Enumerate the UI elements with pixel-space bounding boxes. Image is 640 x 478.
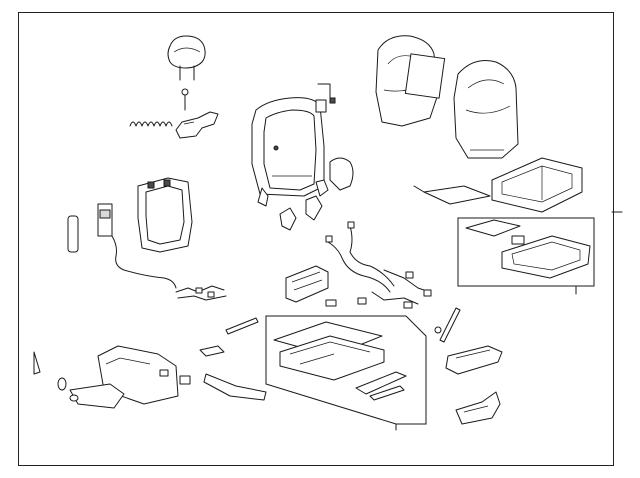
seat-back-pad xyxy=(453,60,519,159)
spring xyxy=(129,121,173,127)
side-shield xyxy=(455,391,501,425)
headrest xyxy=(167,35,206,81)
seat-cushion-pad xyxy=(491,157,583,213)
seat-adjuster-track xyxy=(265,315,427,431)
bolt xyxy=(225,317,259,335)
seat-belt-buckle xyxy=(434,307,461,343)
heater-element xyxy=(413,185,491,205)
cushion-frame-insert xyxy=(445,345,503,375)
seat-adjuster-track xyxy=(285,265,367,307)
cushion-frame-insert xyxy=(199,345,225,357)
heater-element xyxy=(67,203,177,289)
side-shield xyxy=(279,157,354,231)
lumbar-support xyxy=(137,177,193,253)
bolt xyxy=(181,88,189,111)
seat-back-cover xyxy=(375,35,446,127)
headrest-guide xyxy=(175,111,219,139)
seat-back-frame xyxy=(251,97,329,207)
recliner-handle xyxy=(33,345,267,409)
wiring-harness xyxy=(325,221,432,309)
seat-cushion-pad xyxy=(457,217,595,295)
headrest-guide xyxy=(315,83,336,113)
wiring-harness xyxy=(175,285,227,301)
